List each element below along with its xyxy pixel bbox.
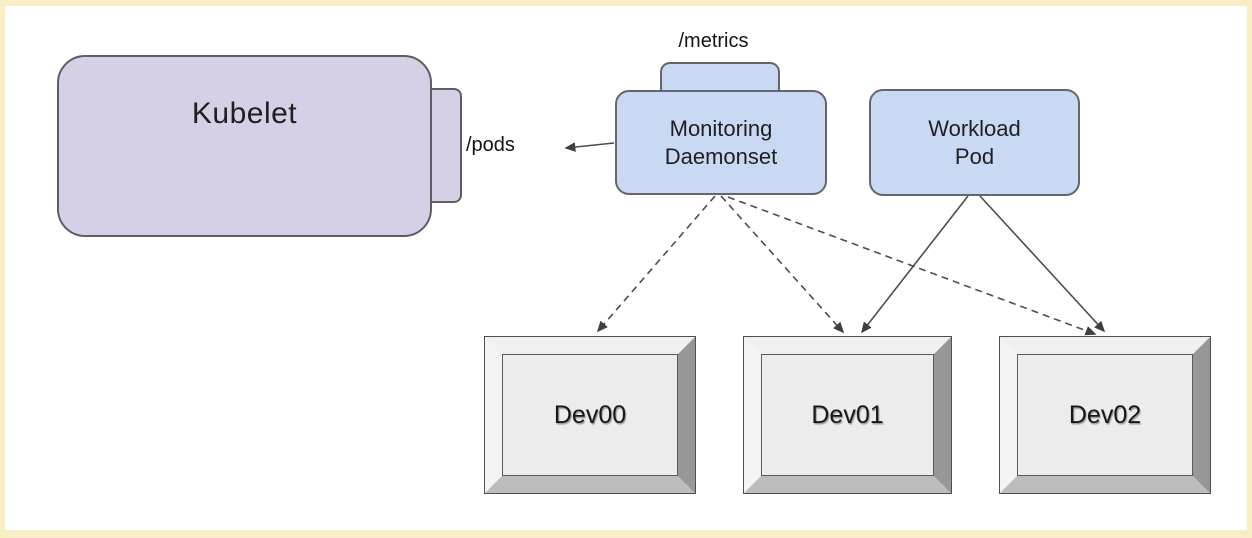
metrics-endpoint-label: /metrics xyxy=(678,30,749,52)
edge-monitoring-daemonset-to-dev02 xyxy=(727,196,1097,336)
edge-monitoring-daemonset-to-dev00 xyxy=(596,195,716,333)
device-dev01-label: Dev01 xyxy=(811,400,884,429)
pods-endpoint-label: /pods xyxy=(466,134,515,156)
monitoring-daemonset-label: Monitoring Daemonset xyxy=(664,115,778,169)
workload-pod-box: Workload Pod xyxy=(869,89,1080,196)
device-dev00: Dev00 xyxy=(484,336,696,494)
edge-workload-pod-to-dev01 xyxy=(860,195,969,334)
edge-monitoring-daemonset-to-dev01 xyxy=(720,195,845,334)
workload-pod-label: Workload Pod xyxy=(928,115,1021,169)
device-dev01-face: Dev01 xyxy=(761,354,934,476)
kubelet-box: Kubelet xyxy=(57,55,432,237)
device-dev02-label: Dev02 xyxy=(1068,400,1142,429)
device-dev02-face: Dev02 xyxy=(1017,354,1193,476)
device-dev00-label: Dev00 xyxy=(553,400,627,429)
edge-monitoring-daemonset-to-pods xyxy=(564,142,615,152)
kubelet-label: Kubelet xyxy=(191,97,298,130)
device-dev00-face: Dev00 xyxy=(502,354,678,476)
device-dev01: Dev01 xyxy=(743,336,952,494)
monitoring-daemonset-box: Monitoring Daemonset xyxy=(615,90,827,195)
edge-workload-pod-to-dev02 xyxy=(979,195,1106,333)
device-dev02: Dev02 xyxy=(999,336,1211,494)
